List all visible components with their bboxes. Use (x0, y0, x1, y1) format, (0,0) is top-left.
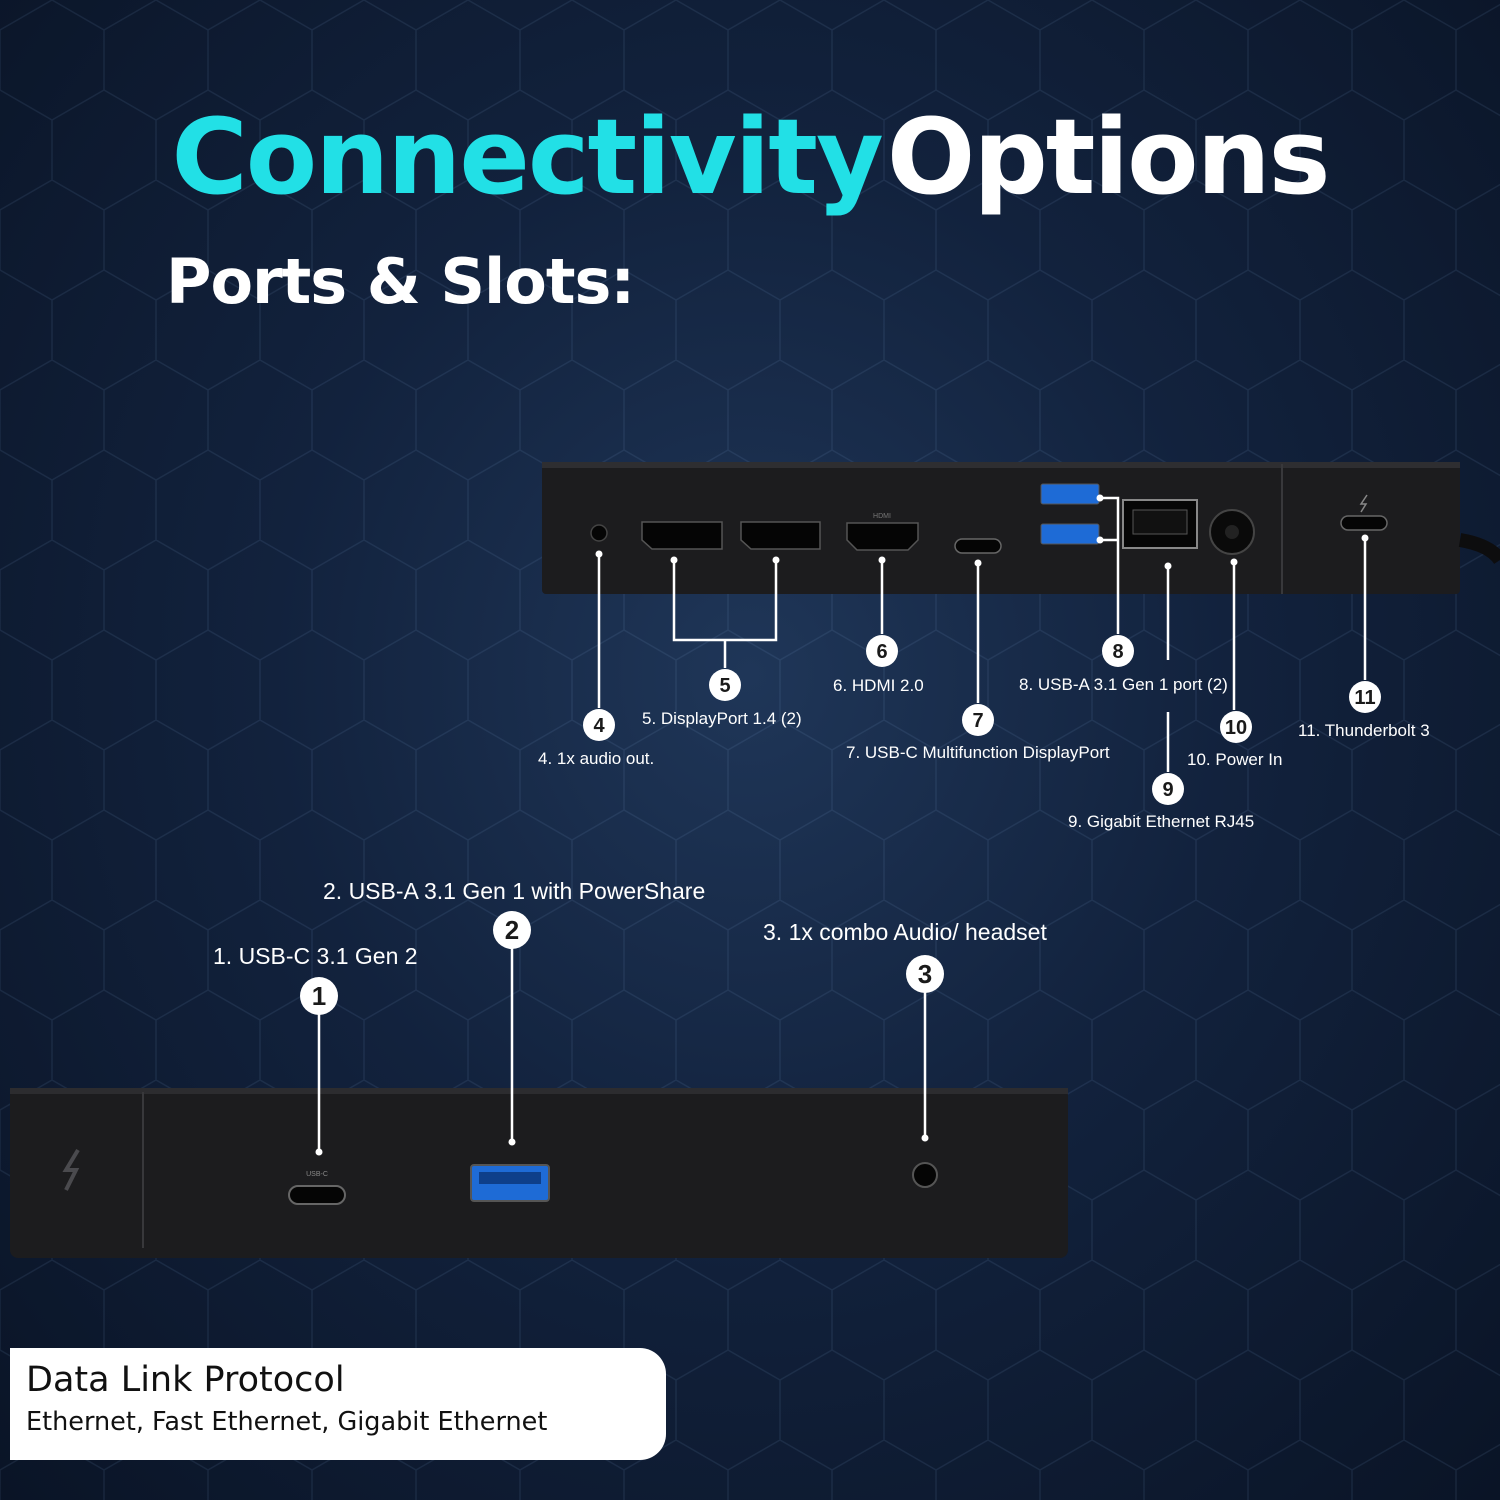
badge-11 (1349, 681, 1381, 713)
badge-3-number: 3 (918, 959, 932, 989)
displayport-1-icon (641, 521, 723, 550)
info-card-text: Ethernet, Fast Ethernet, Gigabit Etherne… (26, 1407, 548, 1437)
usba-rear-port-2-icon (1040, 523, 1100, 545)
hdmi-port-icon (846, 522, 919, 551)
badge-9 (1152, 773, 1184, 805)
front-port-callouts: 1 1. USB-C 3.1 Gen 2 2 2. USB-A 3.1 Gen … (213, 878, 1047, 1015)
page-title: Connectivity Options (0, 100, 1500, 214)
label-usba-rear: 8. USB-A 3.1 Gen 1 port (2) (1019, 675, 1228, 694)
badge-5 (709, 669, 741, 701)
thunderbolt-port-icon (1340, 515, 1388, 531)
label-hdmi: 6. HDMI 2.0 (833, 676, 924, 695)
usba-rear-port-1-icon (1040, 483, 1100, 505)
usbc-small-mark: USB-C (306, 1171, 328, 1178)
usbc-front-port-icon (288, 1185, 346, 1205)
dock-rear-body (542, 462, 1460, 594)
title-connectivity: Connectivity (171, 96, 883, 218)
power-in-pin (1225, 525, 1239, 539)
badge-1 (300, 977, 338, 1015)
badge-6-number: 6 (876, 641, 887, 663)
usbc-rear-port-icon (954, 538, 1002, 554)
badge-9-number: 9 (1162, 779, 1173, 801)
badge-2-number: 2 (505, 915, 519, 945)
info-card-title: Data Link Protocol (26, 1360, 345, 1400)
info-card-data-link-protocol: Data Link Protocol Ethernet, Fast Ethern… (10, 1348, 666, 1460)
badge-10-number: 10 (1225, 717, 1247, 739)
audio-out-port-icon (590, 524, 608, 542)
label-usbc-multifunction: 7. USB-C Multifunction DisplayPort (846, 743, 1110, 762)
badge-8 (1102, 635, 1134, 667)
label-power-in: 10. Power In (1187, 750, 1282, 769)
label-displayport: 5. DisplayPort 1.4 (2) (642, 709, 802, 728)
dock-rear-top-edge (542, 462, 1460, 468)
label-thunderbolt: 11. Thunderbolt 3 (1298, 721, 1430, 740)
hdmi-small-mark: HDMI (873, 513, 891, 520)
ethernet-rj45-inner (1132, 509, 1188, 535)
badge-11-number: 11 (1354, 687, 1375, 709)
badge-1-number: 1 (312, 981, 326, 1011)
badge-4 (583, 709, 615, 741)
dock-cable (1458, 533, 1500, 565)
badge-4-number: 4 (593, 715, 605, 737)
front-leader-lines (315, 948, 929, 1156)
page-subtitle: Ports & Slots: (166, 245, 635, 318)
label-usba-powershare: 2. USB-A 3.1 Gen 1 with PowerShare (323, 878, 705, 904)
rear-port-callouts: 4 4. 1x audio out. 5 5. DisplayPort 1.4 … (538, 635, 1430, 831)
dock-front-top-edge (10, 1088, 1068, 1094)
combo-audio-port-icon (912, 1162, 938, 1188)
badge-6 (866, 635, 898, 667)
badge-5-number: 5 (719, 675, 730, 697)
badge-7-number: 7 (972, 710, 983, 732)
label-usbc-front: 1. USB-C 3.1 Gen 2 (213, 943, 418, 969)
badge-8-number: 8 (1112, 641, 1123, 663)
thunderbolt-logo-icon (62, 1148, 80, 1191)
dock-rear-view: HDMI (542, 462, 1500, 594)
badge-3 (906, 955, 944, 993)
label-combo-audio: 3. 1x combo Audio/ headset (763, 919, 1047, 945)
badge-10 (1220, 711, 1252, 743)
label-ethernet: 9. Gigabit Ethernet RJ45 (1068, 812, 1254, 831)
thunderbolt-small-icon (1359, 494, 1368, 513)
title-options: Options (886, 96, 1331, 218)
usba-front-port-inner (479, 1172, 541, 1184)
badge-2 (493, 911, 531, 949)
dock-front-view: USB-C (10, 1088, 1068, 1258)
rear-leader-lines (595, 494, 1369, 772)
label-audio-out: 4. 1x audio out. (538, 749, 654, 768)
displayport-2-icon (740, 521, 821, 550)
badge-7 (962, 704, 994, 736)
